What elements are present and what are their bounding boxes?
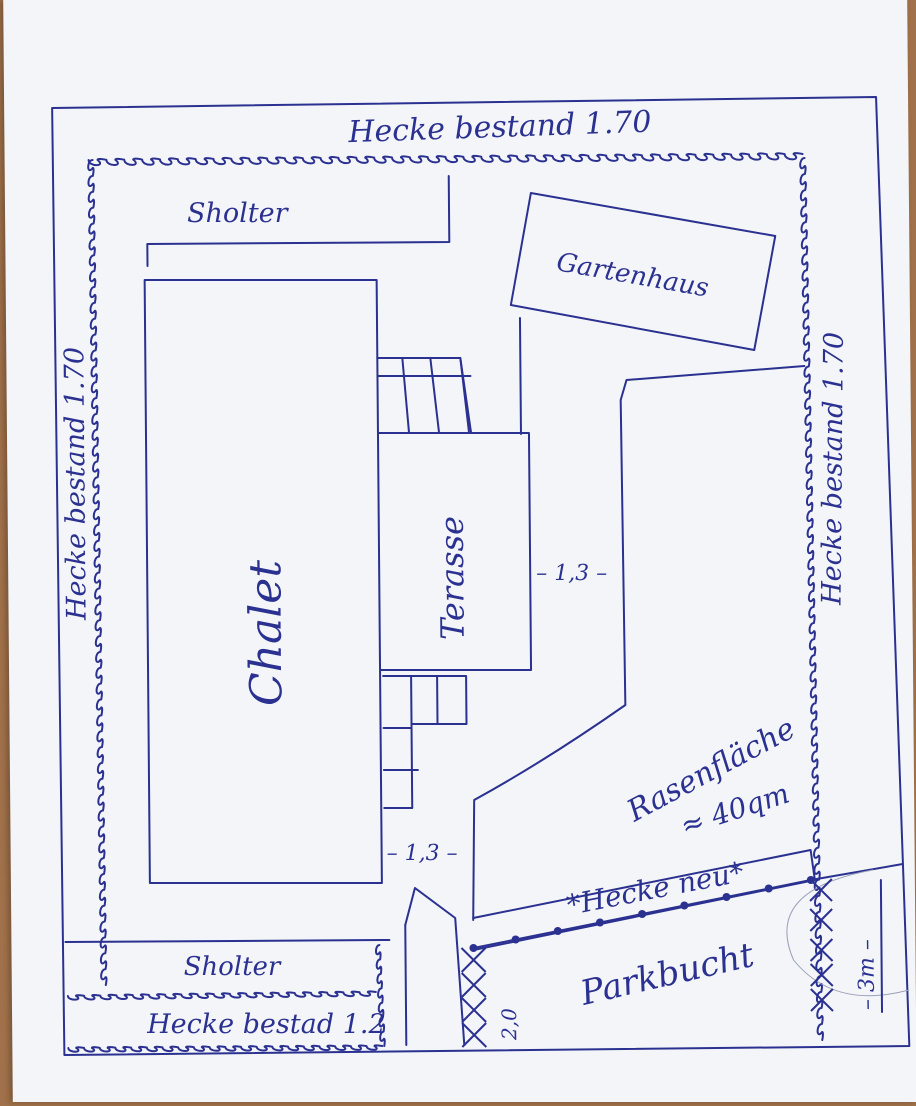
site-plan: Hecke bestand 1.70 Hecke bestand 1.70 He… xyxy=(51,96,911,1056)
walkway-edge xyxy=(518,317,522,435)
label-dim-parking-depth: 2,0 xyxy=(497,1008,521,1041)
cross-mark xyxy=(810,988,834,1012)
garden-house-outline xyxy=(509,192,777,351)
parking-bay-outer-edge xyxy=(809,863,904,881)
hedge-plant-dot xyxy=(469,944,478,952)
terrace-outline xyxy=(377,432,533,671)
hedge-plant-dot xyxy=(511,935,520,944)
turning-arc xyxy=(786,869,910,997)
cross-mark xyxy=(809,878,833,902)
cross-mark xyxy=(809,938,834,962)
hedge-plant-dot xyxy=(553,927,562,935)
hedge-bottom-line-right xyxy=(374,944,386,1047)
dim-parking-side-line xyxy=(879,879,884,1013)
cross-mark xyxy=(460,972,487,998)
entrance-arch xyxy=(404,887,466,1046)
cross-mark xyxy=(460,947,487,973)
hedge-crosses xyxy=(460,878,834,1048)
label-dim-parking-side: – 3m – xyxy=(854,939,880,1010)
label-dim-terrace-gap: – 1,3 – xyxy=(536,561,607,586)
hedge-plant-dot xyxy=(722,893,731,901)
hedge-top-line xyxy=(87,152,804,167)
chalet-outline xyxy=(143,279,383,884)
label-gravel-top: Sholter xyxy=(187,198,290,229)
hedge-plant-dot xyxy=(638,910,647,918)
lawn-boundary xyxy=(472,365,806,921)
label-dim-chalet-gap: – 1,3 – xyxy=(387,841,458,866)
cross-mark xyxy=(809,908,834,932)
hedge-bottom-line-lower xyxy=(67,1044,384,1053)
label-parking-bay: Parkbucht xyxy=(576,935,758,1014)
label-garden-house: Gartenhaus xyxy=(554,247,710,303)
hedge-right-line xyxy=(799,157,824,1041)
paper-sheet: Hecke bestand 1.70 Hecke bestand 1.70 He… xyxy=(3,0,916,1102)
cross-mark xyxy=(809,963,834,987)
steps-lower xyxy=(382,675,468,809)
hedge-plant-dot xyxy=(595,918,604,927)
hedge-bottom-line-upper xyxy=(66,990,377,1001)
cross-mark xyxy=(461,1022,488,1048)
hedge-left-line xyxy=(87,159,108,986)
entrance-arch-inner xyxy=(404,924,408,1046)
label-chalet: Chalet xyxy=(240,560,292,706)
steps-upper xyxy=(376,357,472,433)
label-terrace: Terasse xyxy=(433,516,472,640)
hedge-plant-dot xyxy=(764,884,773,893)
cross-mark xyxy=(461,997,487,1023)
gravel-bottom-divider xyxy=(64,939,391,943)
label-gravel-bottom: Sholter xyxy=(183,952,282,982)
gravel-top-divider xyxy=(146,175,451,267)
label-hedge-left: Hecke bestand 1.70 xyxy=(59,347,92,621)
label-hedge-right: Hecke bestand 1.70 xyxy=(816,332,849,607)
label-hedge-bottom: Hecke bestad 1.2 xyxy=(146,1009,386,1040)
label-hedge-top: Hecke bestand 1.70 xyxy=(347,105,653,151)
property-boundary xyxy=(51,96,911,1056)
hedge-plant-dot xyxy=(680,901,689,910)
